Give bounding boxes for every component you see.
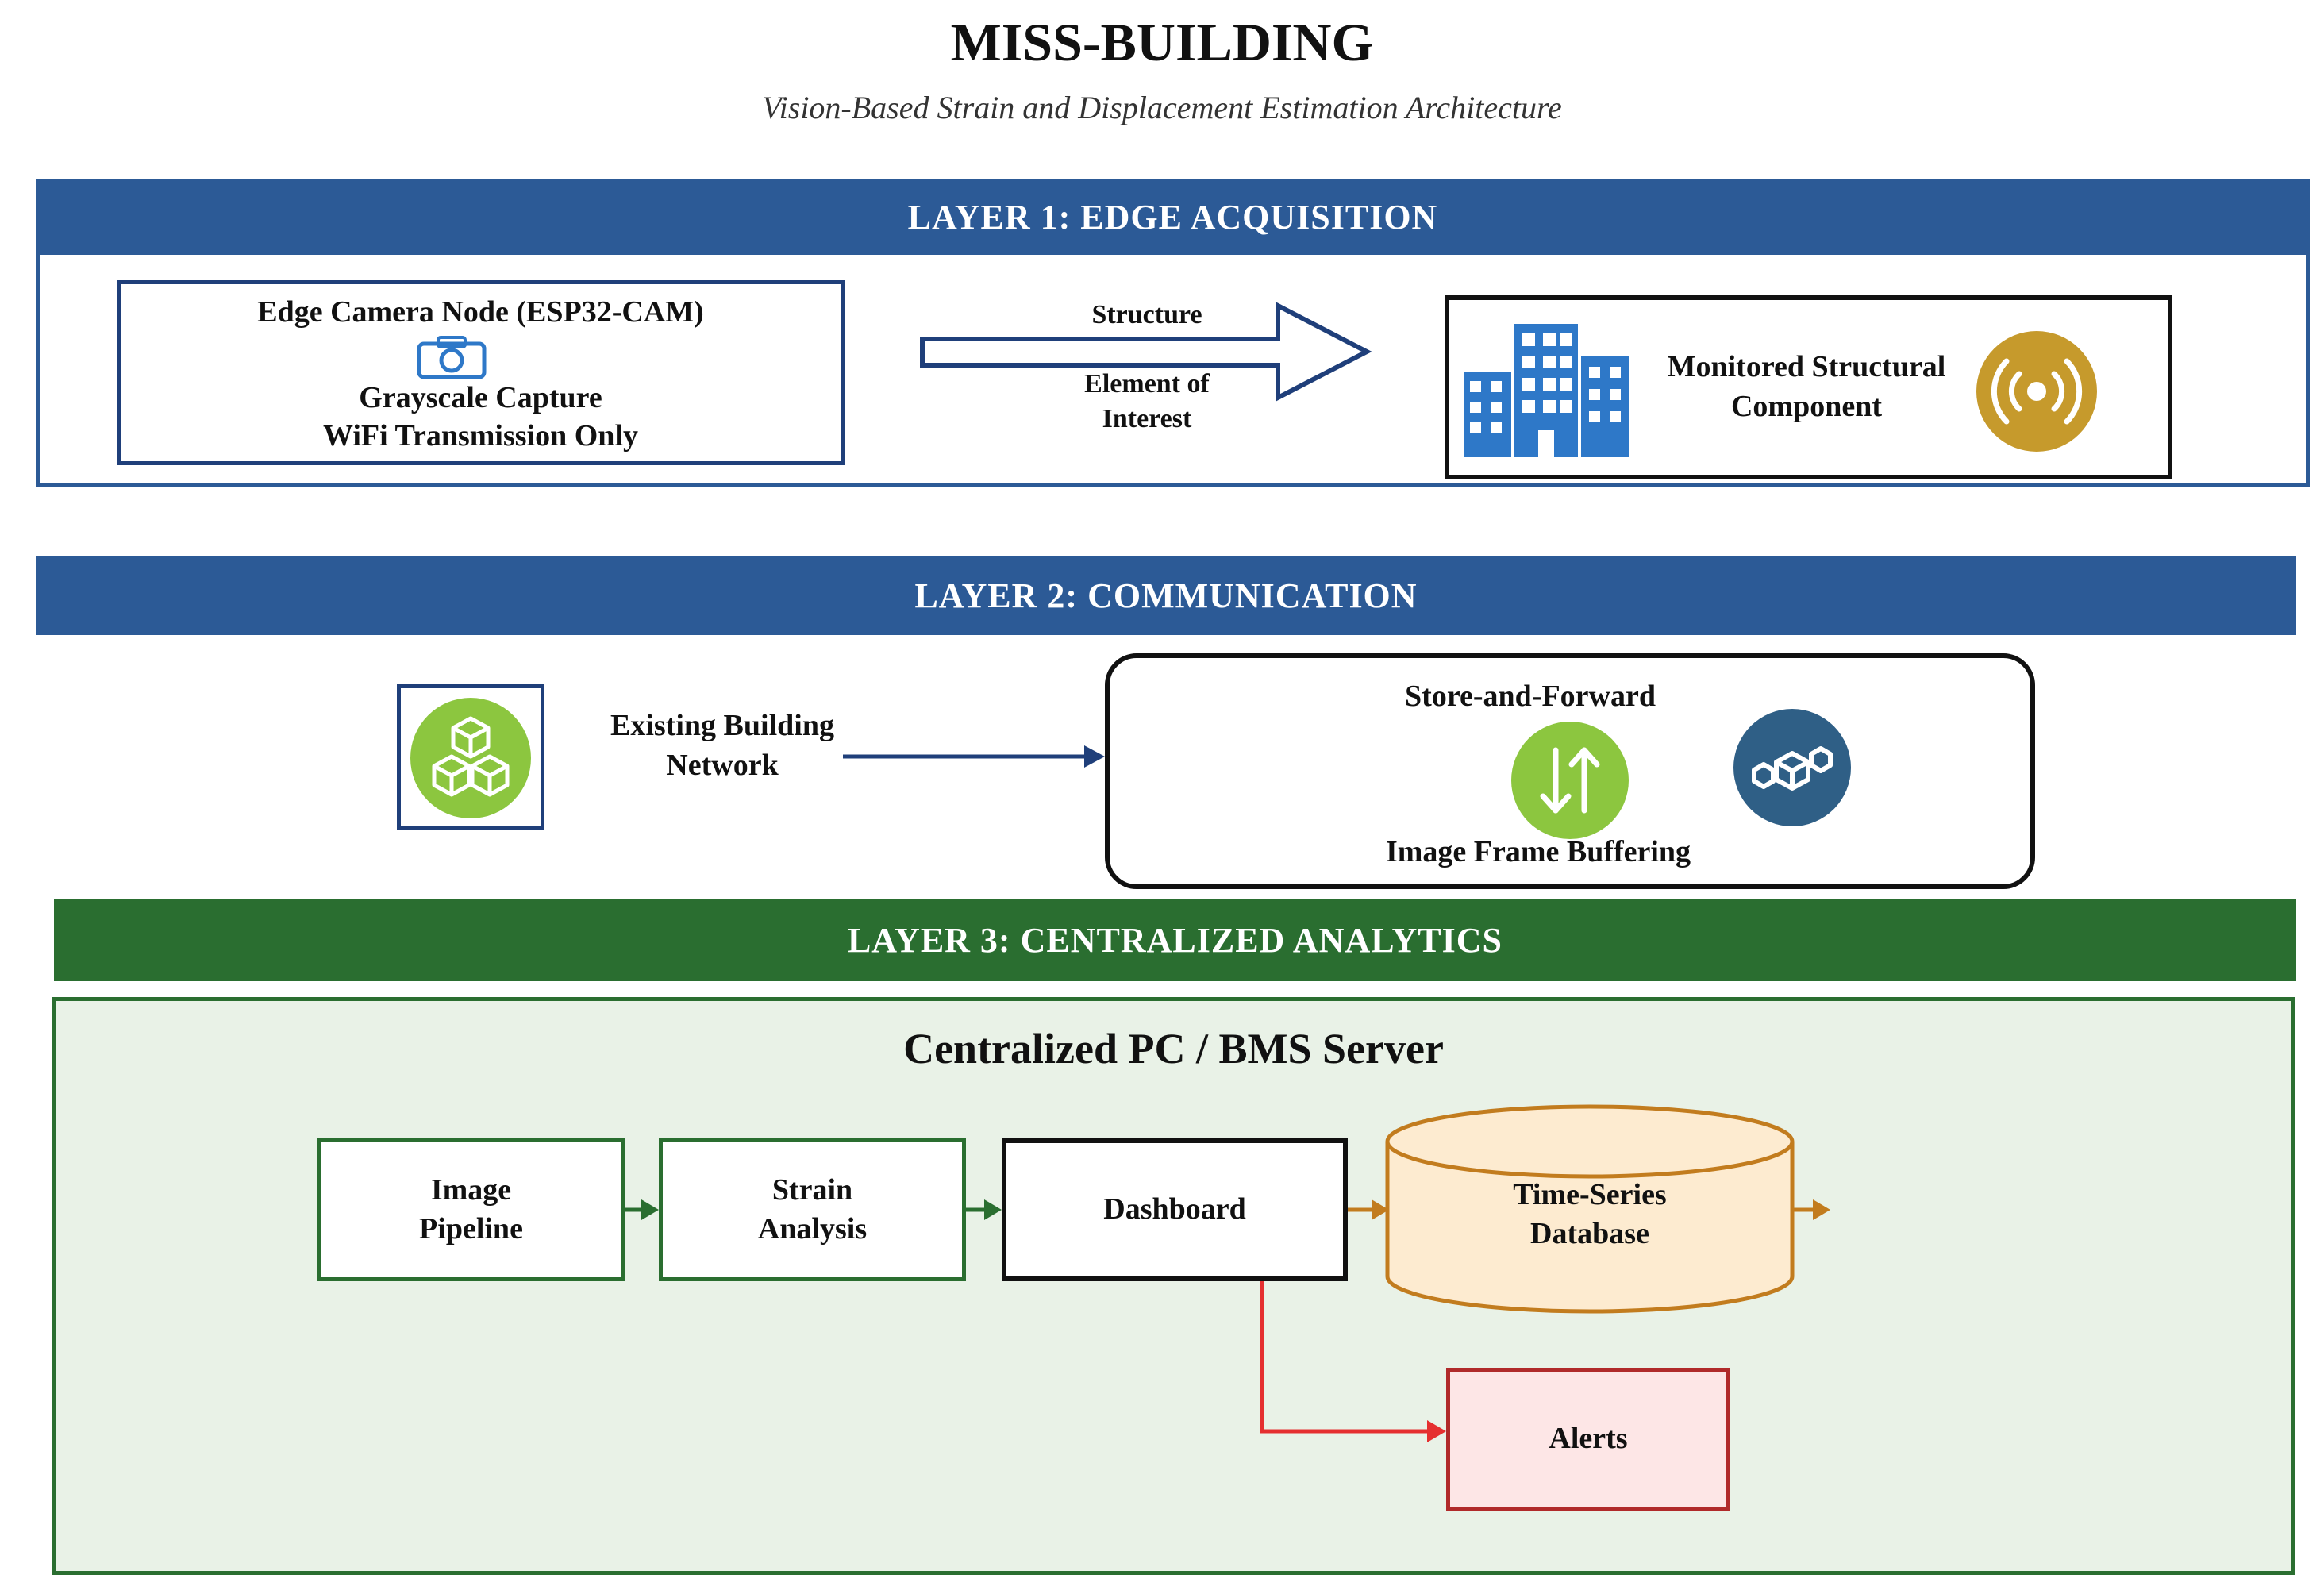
monitored-component-line1: Monitored Structural <box>1667 350 1946 384</box>
layer2-header: LAYER 2: COMMUNICATION <box>36 556 2296 635</box>
transfer-arrows-icon <box>1511 722 1629 839</box>
time-series-database: Time-Series Database <box>1387 1167 1792 1262</box>
network-label-line2: Network <box>666 749 779 783</box>
frame-buffering-label: Image Frame Buffering <box>1385 835 1691 869</box>
image-pipeline-line2: Pipeline <box>419 1212 523 1246</box>
image-pipeline-line1: Image <box>430 1172 512 1207</box>
monitored-component-line2: Component <box>1730 390 1883 424</box>
layer1-header: LAYER 1: EDGE ACQUISITION <box>36 179 2310 255</box>
image-pipeline-box: Image Pipeline <box>317 1138 625 1281</box>
strain-analysis-box: Strain Analysis <box>659 1138 966 1281</box>
cubes-icon <box>410 698 531 818</box>
camera-node-title: Edge Camera Node (ESP32-CAM) <box>257 295 704 329</box>
layer3-header: LAYER 3: CENTRALIZED ANALYTICS <box>54 899 2296 981</box>
diagram-title: MISS-BUILDING <box>950 11 1374 72</box>
arrow-label-interest: Interest <box>1102 403 1192 433</box>
strain-analysis-line2: Analysis <box>757 1212 868 1246</box>
network-label-line1: Existing Building <box>610 709 834 743</box>
camera-node-box: Edge Camera Node (ESP32-CAM) Grayscale C… <box>117 280 845 465</box>
diagram-subtitle: Vision-Based Strain and Displacement Est… <box>762 89 1562 125</box>
strain-analysis-line1: Strain <box>771 1172 853 1207</box>
database-line2: Database <box>1530 1217 1649 1250</box>
alerts-label: Alerts <box>1549 1422 1628 1456</box>
building-icon <box>1464 324 1629 457</box>
monitored-component-box: Monitored Structural Component <box>1445 295 2172 479</box>
dashboard-box: Dashboard <box>1002 1138 1348 1281</box>
database-line1: Time-Series <box>1513 1177 1667 1211</box>
analytics-server-frame: Centralized PC / BMS Server <box>52 997 2295 1575</box>
arrow-label-structure: Structure <box>1091 299 1202 329</box>
alerts-box: Alerts <box>1446 1368 1730 1511</box>
link-icon <box>1733 709 1851 826</box>
camera-node-line2: WiFi Transmission Only <box>323 419 638 453</box>
dashboard-label: Dashboard <box>1103 1192 1246 1226</box>
network-icon-box <box>397 684 544 830</box>
camera-icon <box>417 336 487 379</box>
camera-node-line1: Grayscale Capture <box>359 381 602 415</box>
store-forward-label: Store-and-Forward <box>1405 680 1656 714</box>
arrow-label-element-of: Element of <box>1084 368 1210 398</box>
store-forward-box: Store-and-Forward Image Frame Buffering <box>1105 653 2035 889</box>
server-title: Centralized PC / BMS Server <box>903 1025 1444 1072</box>
sensor-signal-icon <box>1976 331 2097 452</box>
